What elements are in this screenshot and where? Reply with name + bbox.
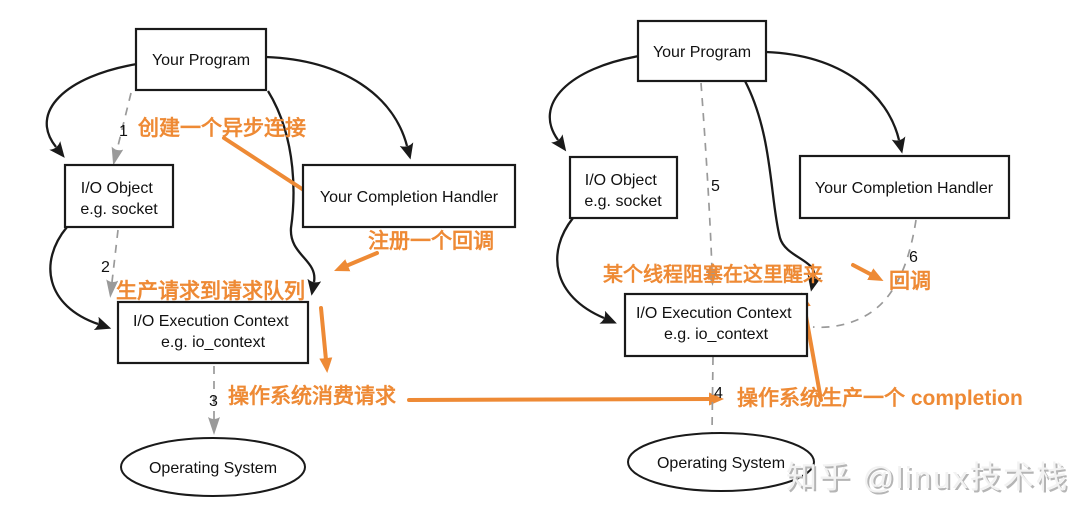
note-register-callback: 注册一个回调	[368, 229, 494, 253]
program-box	[134, 27, 268, 92]
io-context-line2: e.g. io_context	[161, 334, 266, 351]
step-5-label: 5	[711, 178, 720, 195]
operating-system-label: Operating System	[657, 455, 785, 472]
arrow-program-to-context	[743, 80, 822, 292]
step-6-label: 6	[909, 249, 918, 266]
note-callback: 回调	[889, 270, 931, 293]
io-object-line1: I/O Object	[585, 172, 658, 189]
note-create-async-connect: 创建一个异步连接	[137, 116, 306, 140]
dashed-step1-arrow	[111, 92, 132, 166]
arrow-program-to-handler	[265, 55, 414, 160]
io-context-line1: I/O Execution Context	[133, 313, 289, 330]
program-label: Your Program	[653, 44, 751, 61]
operating-system-label: Operating System	[149, 460, 277, 477]
io-context-line2: e.g. io_context	[664, 326, 769, 343]
arrow-io-object-to-context	[556, 217, 617, 324]
right-diagram: 5 6 4 某个线程阻塞在这里醒来 回调 操作系统生产一个 completion…	[548, 19, 1023, 492]
watermark-shadow-text: 知乎 @linux技术栈	[788, 462, 1071, 497]
arrow-program-to-context	[267, 90, 322, 296]
io-object-label: I/O Object e.g. socket	[584, 172, 662, 210]
io-object-box	[63, 163, 175, 229]
io-object-label: I/O Object e.g. socket	[80, 180, 158, 218]
watermark-text: 知乎 @linux技术栈	[786, 460, 1069, 495]
note-thread-wakeup: 某个线程阻塞在这里醒来	[603, 262, 824, 286]
io-object-line2: e.g. socket	[80, 201, 158, 218]
arrow-program-to-io-object	[45, 62, 138, 158]
arrow-io-object-to-context	[49, 226, 112, 330]
io-context-label: I/O Execution Context e.g. io_context	[133, 313, 293, 351]
step-3-label: 3	[209, 393, 218, 410]
orange-arrow-context-down	[319, 306, 333, 373]
dashed-step2-arrow	[106, 229, 119, 298]
arrow-program-to-io-object	[548, 54, 640, 152]
left-diagram: 1 2 3 创建一个异步连接 注册一个回调 生产请求到请求队列 操作系统消费请求…	[45, 27, 724, 497]
orange-arrow-consume-to-completion	[407, 392, 724, 406]
operating-system-ellipse	[627, 432, 815, 492]
io-object-box	[568, 155, 679, 220]
completion-handler-label: Your Completion Handler	[320, 189, 499, 206]
program-label: Your Program	[152, 52, 250, 69]
io-object-line1: I/O Object	[81, 180, 154, 197]
step-4-label: 4	[714, 385, 723, 402]
io-object-line2: e.g. socket	[584, 193, 662, 210]
step-1-label: 1	[119, 123, 128, 140]
arrow-program-to-handler	[765, 50, 906, 154]
io-context-box	[116, 300, 310, 365]
dashed-step4-line	[711, 356, 714, 434]
io-context-line1: I/O Execution Context	[636, 305, 792, 322]
completion-handler-box	[301, 163, 517, 229]
dashed-step5-arrow	[700, 82, 718, 286]
io-context-label: I/O Execution Context e.g. io_context	[636, 305, 796, 343]
completion-handler-box	[798, 154, 1011, 220]
io-context-box	[623, 292, 809, 358]
orange-arrow-wakeup-to-callback	[851, 263, 884, 282]
step-2-label: 2	[101, 259, 110, 276]
program-box	[636, 19, 768, 83]
note-os-consume: 操作系统消费请求	[228, 384, 396, 408]
watermark: 知乎 @linux技术栈 知乎 @linux技术栈	[786, 460, 1071, 497]
note-os-produce-completion: 操作系统生产一个 completion	[737, 386, 1023, 410]
note-produce-request: 生产请求到请求队列	[116, 279, 305, 303]
operating-system-ellipse	[120, 437, 306, 497]
orange-arrow-register-to-context	[334, 251, 379, 272]
completion-handler-label: Your Completion Handler	[815, 180, 994, 197]
